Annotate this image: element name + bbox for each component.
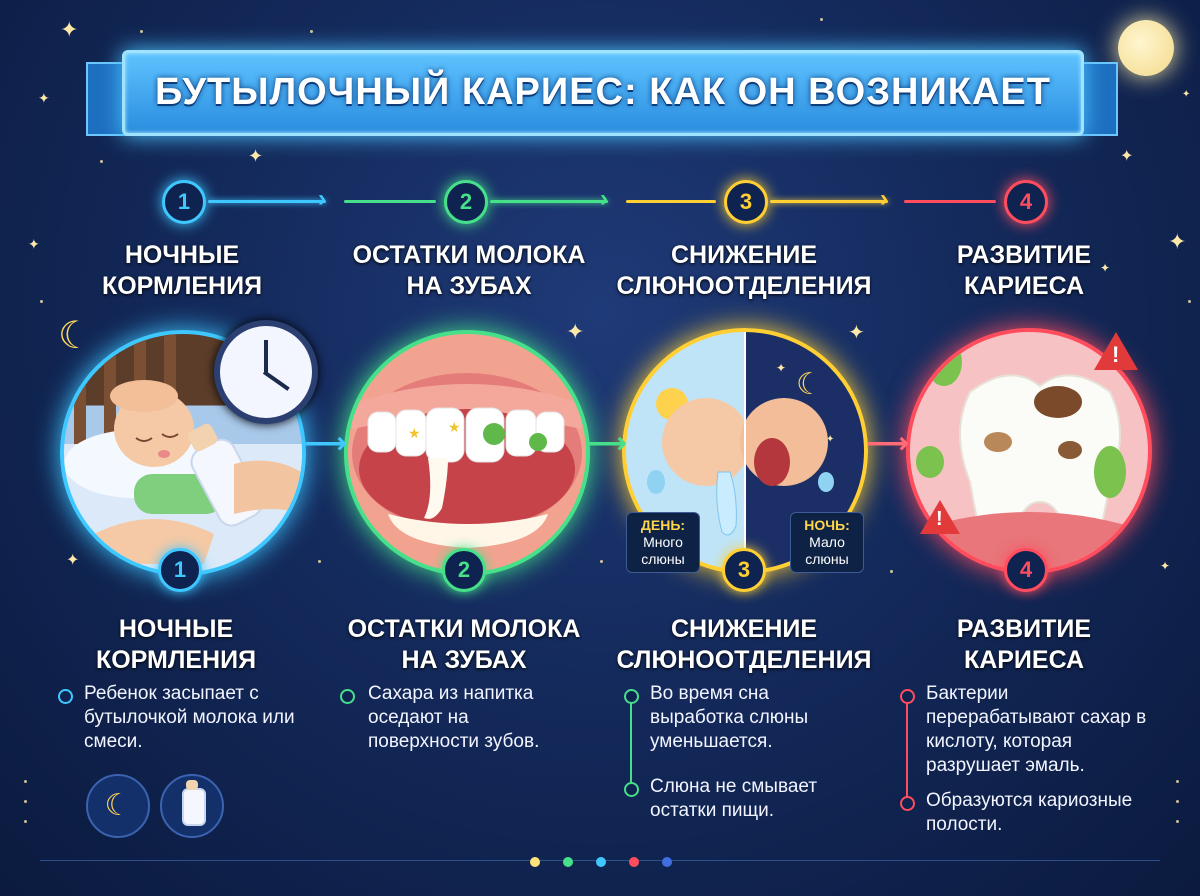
step-2-heading-top: ОСТАТКИ МОЛОКА НА ЗУБАХ [352,241,586,300]
bullet-dot [624,782,639,797]
bullet-dot [58,689,73,704]
step-3-bullet-1: Во время сна выработка слюны уменьшается… [650,683,809,752]
warning-icon-top: ! [1094,332,1138,370]
step-4-heading-top: РАЗВИТИЕ КАРИЕСА [956,241,1092,300]
step-3-number-badge: 3 [722,548,766,592]
step-connector-1 [208,200,326,203]
step-2-bullet-1: Сахара из напитка оседают на поверхности… [368,683,540,752]
step-3-heading-top: СНИЖЕНИЕ СЛЮНООТДЕЛЕНИЯ [616,241,872,300]
step-connector-4 [626,200,716,203]
day-label: ДЕНЬ: Много слюны [626,512,700,573]
baby-illustration [64,334,302,572]
bullet-dot [900,796,915,811]
bullet-dot [624,689,639,704]
svg-text:★: ★ [408,425,421,441]
moon-small-icon: ☾ [58,313,93,357]
pager-dot [629,857,639,867]
step-2-heading-bottom: ОСТАТКИ МОЛОКА НА ЗУБАХ [347,615,581,674]
arrow-right-icon: ⟶ [584,427,628,460]
clock-icon [214,320,318,424]
step-1-number-badge: 1 [158,548,202,592]
svg-text:✦: ✦ [826,434,834,445]
step-connector-2 [344,200,436,203]
teeth-illustration: ★ ★ [352,373,582,548]
step-4-bullet-2: Образуются кариозные полости. [926,790,1133,835]
svg-text:★: ★ [448,419,461,435]
step-3-heading-bottom: СНИЖЕНИЕ СЛЮНООТДЕЛЕНИЯ [616,615,872,674]
day-night-face-illustration: ☾ ✦ ✦ [647,332,834,570]
step-3-bullet-connector [630,698,632,790]
title-banner: БУТЫЛОЧНЫЙ КАРИЕС: КАК ОН ВОЗНИКАЕТ [122,50,1084,136]
night-label: НОЧЬ: Мало слюны [790,512,864,573]
arrow-right-icon: › [600,185,608,212]
step-4-number-badge: 4 [1004,548,1048,592]
svg-text:☾: ☾ [796,368,823,401]
step-4-heading-bottom: РАЗВИТИЕ КАРИЕСА [956,615,1092,674]
illustration-teeth-milk: ★ ★ [344,330,590,576]
pager-dot [596,857,606,867]
step-3-bullet-2: Слюна не смывает остатки пищи. [650,776,818,821]
pager-dot [563,857,573,867]
illustration-saliva: ☾ ✦ ✦ [622,328,868,574]
step-1-heading-bottom: НОЧНЫЕ КОРМЛЕНИЯ [95,615,257,674]
bullet-dot [340,689,355,704]
baby-bottle-icon [160,774,224,838]
step-1-bullet-1: Ребенок засыпает с бутылочкой молока или… [84,683,295,752]
moon-icon: ☾ [86,774,150,838]
step-connector-3 [490,200,608,203]
arrow-right-icon: ⟶ [304,427,348,460]
tooth-illustration [910,338,1148,570]
arrow-right-icon: › [880,185,888,212]
pager-dot [530,857,540,867]
step-4-bullet-connector [906,698,908,802]
step-2-number-top: 2 [444,180,488,224]
step-2-number-badge: 2 [442,548,486,592]
step-connector-6 [904,200,996,203]
arrow-right-icon: ⟶ [866,427,910,460]
pager-dot [662,857,672,867]
svg-text:✦: ✦ [776,361,786,375]
step-1-heading-top: НОЧНЫЕ КОРМЛЕНИЯ [101,241,263,300]
step-connector-5 [770,200,888,203]
step-4-number-top: 4 [1004,180,1048,224]
step-3-number-top: 3 [724,180,768,224]
arrow-right-icon: › [318,185,326,212]
page-title: БУТЫЛОЧНЫЙ КАРИЕС: КАК ОН ВОЗНИКАЕТ [155,71,1051,113]
bullet-dot [900,689,915,704]
moon-decoration [1118,20,1174,76]
warning-icon-bottom: ! [920,500,960,534]
step-4-bullet-1: Бактерии перерабатывают сахар в кислоту,… [926,683,1147,776]
step-1-number-top: 1 [162,180,206,224]
